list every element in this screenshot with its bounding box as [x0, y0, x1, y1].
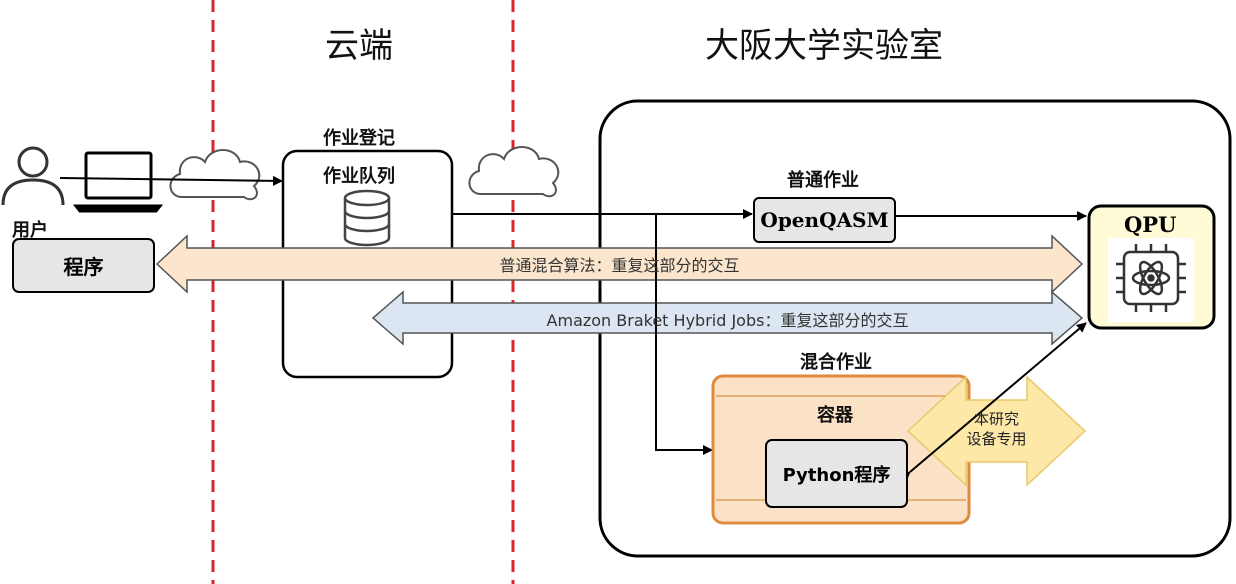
- laptop-icon: [72, 151, 164, 213]
- python-program-box: Python程序: [765, 439, 908, 508]
- user-icon: [1, 146, 65, 206]
- job-queue-label: 作业队列: [323, 166, 395, 187]
- hybrid-algorithm-label: 普通混合算法：重复这部分的交互: [499, 256, 740, 275]
- lab-title: 大阪大学实验室: [705, 26, 943, 66]
- dedicated-line2: 设备专用: [966, 430, 1027, 448]
- hybrid-algorithm-arrow: [155, 234, 1084, 294]
- standard-job-label: 普通作业: [787, 170, 859, 191]
- dedicated-line1: 本研究: [973, 410, 1019, 428]
- cloud-title: 云端: [325, 26, 393, 66]
- user-label: 用户: [12, 220, 48, 241]
- braket-hybrid-jobs-label: Amazon Braket Hybrid Jobs：重复这部分的交互: [546, 311, 909, 330]
- container-label: 容器: [817, 405, 853, 426]
- user-program-box: 程序: [12, 238, 155, 293]
- dedicated-device-label: 本研究 设备专用: [966, 409, 1027, 449]
- openqasm-box: OpenQASM: [753, 197, 896, 243]
- chip-icon: [1116, 244, 1186, 312]
- queue-to-container-arrow: [655, 214, 713, 455]
- hybrid-job-label: 混合作业: [800, 352, 872, 373]
- qpu-label: QPU: [1124, 212, 1177, 237]
- submit-arrow: [59, 175, 283, 186]
- python-qpu-link: [899, 322, 1087, 482]
- cloud-icon: [468, 146, 560, 198]
- job-register-label: 作业登记: [323, 128, 395, 149]
- database-icon: [343, 189, 391, 247]
- cloud-icon: [169, 149, 261, 201]
